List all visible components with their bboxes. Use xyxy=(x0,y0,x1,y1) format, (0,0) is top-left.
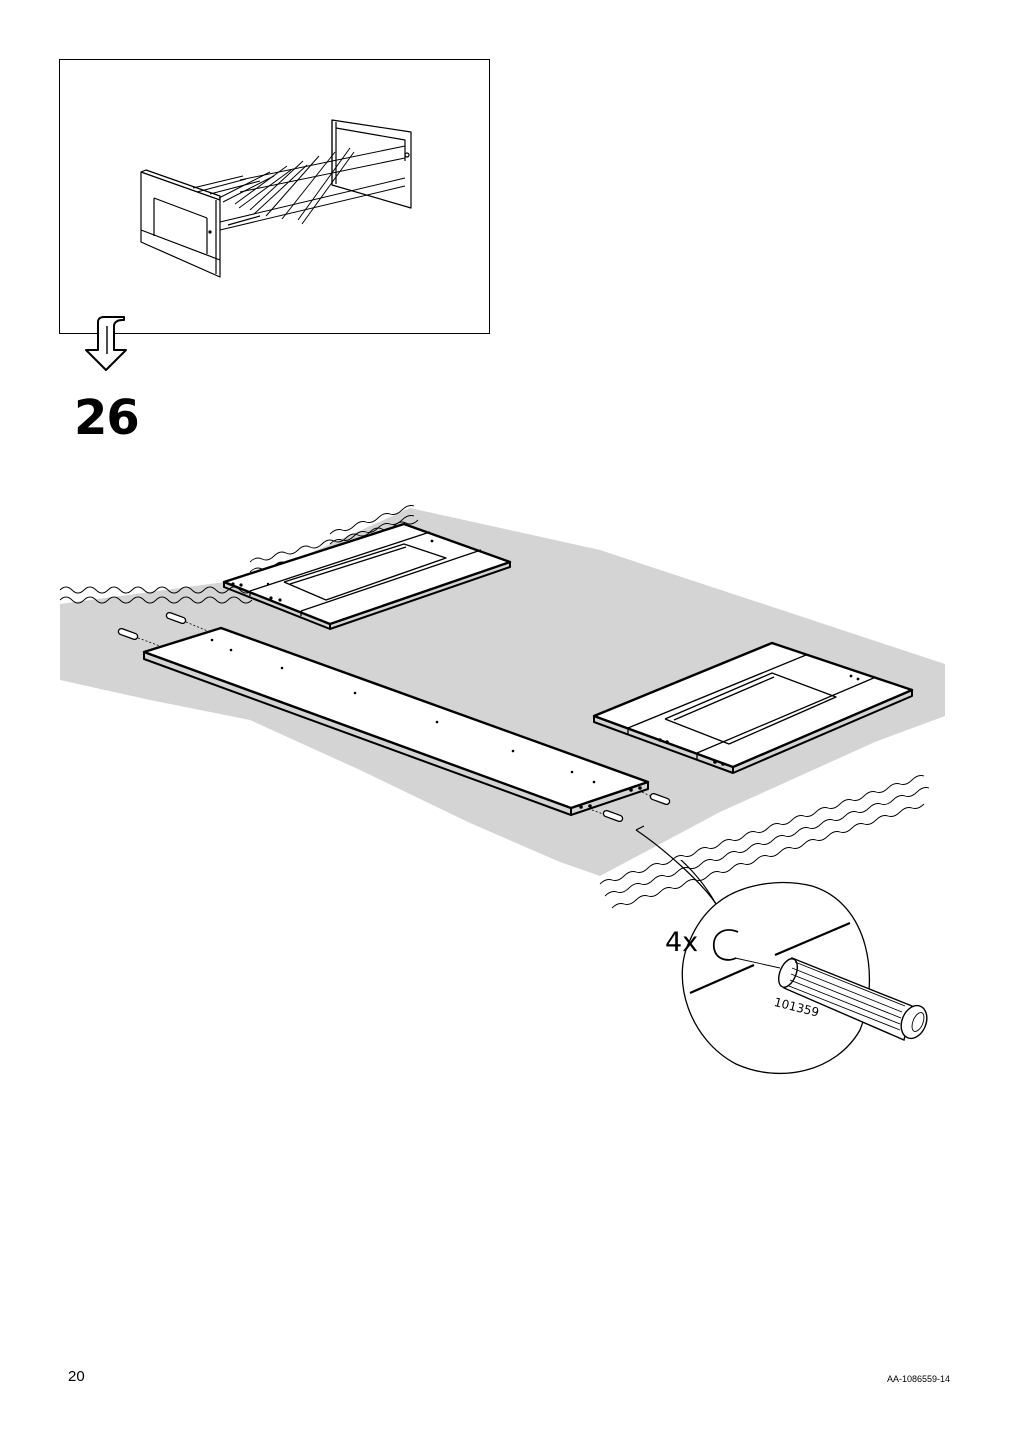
dowel-detail-icon xyxy=(680,860,928,1075)
down-arrow-icon xyxy=(85,316,127,371)
page-number: 20 xyxy=(68,1368,85,1385)
document-id: AA-1086559-14 xyxy=(886,1374,950,1384)
quantity-label: 4x xyxy=(665,927,699,958)
step-number: 26 xyxy=(74,390,140,446)
previous-step-bed-illustration xyxy=(140,119,412,278)
previous-step-inset xyxy=(59,59,490,334)
assembly-scene-illustration xyxy=(59,505,945,909)
